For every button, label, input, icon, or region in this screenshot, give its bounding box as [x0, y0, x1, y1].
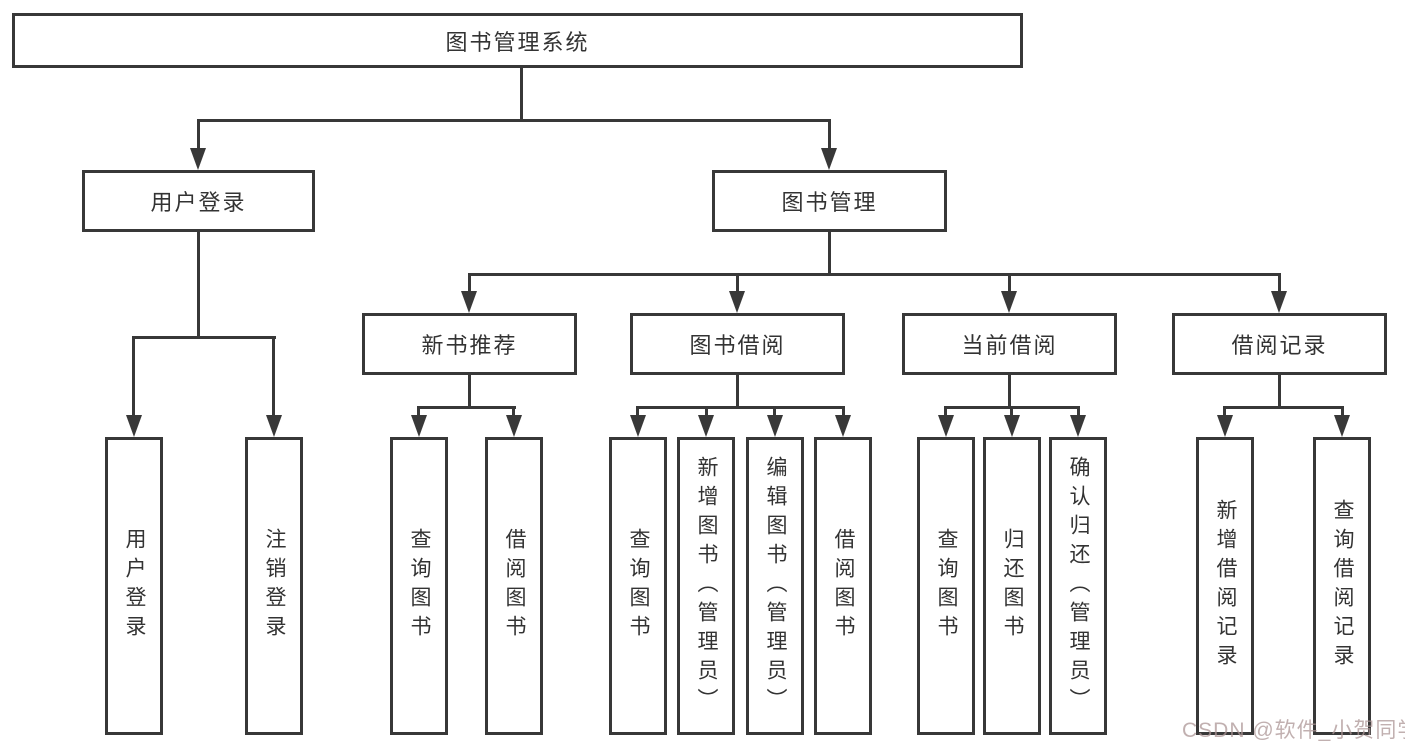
leaf-borrow-book: 借阅图书	[814, 437, 872, 735]
arrow-down-icon	[190, 148, 206, 170]
connector-line	[1008, 273, 1011, 293]
node-borrow-record: 借阅记录	[1172, 313, 1387, 375]
connector-line	[417, 406, 420, 417]
leaf-query-borrow-record: 查询借阅记录	[1313, 437, 1371, 735]
connector-line	[705, 406, 708, 417]
connector-line	[828, 119, 831, 150]
leaf-add-book-admin: 新增图书（管理员）	[677, 437, 735, 735]
arrow-down-icon	[1334, 415, 1350, 437]
node-current-borrow: 当前借阅	[902, 313, 1117, 375]
leaf-logout: 注销登录	[245, 437, 303, 735]
leaf-query-book-borrow: 查询图书	[609, 437, 667, 735]
arrow-down-icon	[835, 415, 851, 437]
arrow-down-icon	[630, 415, 646, 437]
connector-line	[1077, 406, 1080, 417]
arrow-down-icon	[698, 415, 714, 437]
connector-line	[1278, 273, 1281, 293]
arrow-down-icon	[266, 415, 282, 437]
arrow-down-icon	[461, 291, 477, 313]
connector-line	[944, 406, 947, 417]
arrow-down-icon	[1001, 291, 1017, 313]
connector-line	[468, 273, 471, 293]
connector-line	[1008, 375, 1011, 409]
arrow-down-icon	[1271, 291, 1287, 313]
node-book-management: 图书管理	[712, 170, 947, 232]
arrow-down-icon	[1217, 415, 1233, 437]
connector-line	[1278, 375, 1281, 409]
leaf-edit-book-admin: 编辑图书（管理员）	[746, 437, 804, 735]
node-user-login: 用户登录	[82, 170, 315, 232]
csdn-watermark: CSDN @软件_小贺同学	[1182, 719, 1405, 742]
leaf-return-book: 归还图书	[983, 437, 1041, 735]
leaf-borrow-book-recommend: 借阅图书	[485, 437, 543, 735]
connector-line	[828, 232, 831, 276]
connector-line	[736, 375, 739, 409]
connector-line	[1223, 406, 1226, 417]
connector-line	[636, 406, 845, 409]
connector-line	[1223, 406, 1344, 409]
arrow-down-icon	[411, 415, 427, 437]
connector-line	[417, 406, 516, 409]
connector-line	[512, 406, 515, 417]
arrow-down-icon	[506, 415, 522, 437]
connector-line	[1010, 406, 1013, 417]
connector-line	[736, 273, 739, 293]
arrow-down-icon	[1070, 415, 1086, 437]
arrow-down-icon	[126, 415, 142, 437]
connector-line	[132, 336, 276, 339]
connector-line	[272, 336, 275, 417]
connector-line	[197, 119, 831, 122]
connector-line	[520, 68, 523, 122]
connector-line	[468, 273, 1281, 276]
leaf-query-book-current: 查询图书	[917, 437, 975, 735]
connector-line	[773, 406, 776, 417]
node-new-book-recommend: 新书推荐	[362, 313, 577, 375]
leaf-query-book-recommend: 查询图书	[390, 437, 448, 735]
leaf-confirm-return-admin: 确认归还（管理员）	[1049, 437, 1107, 735]
node-root-system: 图书管理系统	[12, 13, 1023, 68]
connector-line	[132, 336, 135, 417]
connector-line	[468, 375, 471, 409]
leaf-user-login: 用户登录	[105, 437, 163, 735]
connector-line	[1341, 406, 1344, 417]
connector-line	[842, 406, 845, 417]
connector-line	[636, 406, 639, 417]
connector-line	[197, 119, 200, 150]
arrow-down-icon	[1004, 415, 1020, 437]
leaf-add-borrow-record: 新增借阅记录	[1196, 437, 1254, 735]
arrow-down-icon	[821, 148, 837, 170]
arrow-down-icon	[729, 291, 745, 313]
arrow-down-icon	[767, 415, 783, 437]
arrow-down-icon	[938, 415, 954, 437]
node-book-borrow: 图书借阅	[630, 313, 845, 375]
connector-line	[197, 232, 200, 339]
